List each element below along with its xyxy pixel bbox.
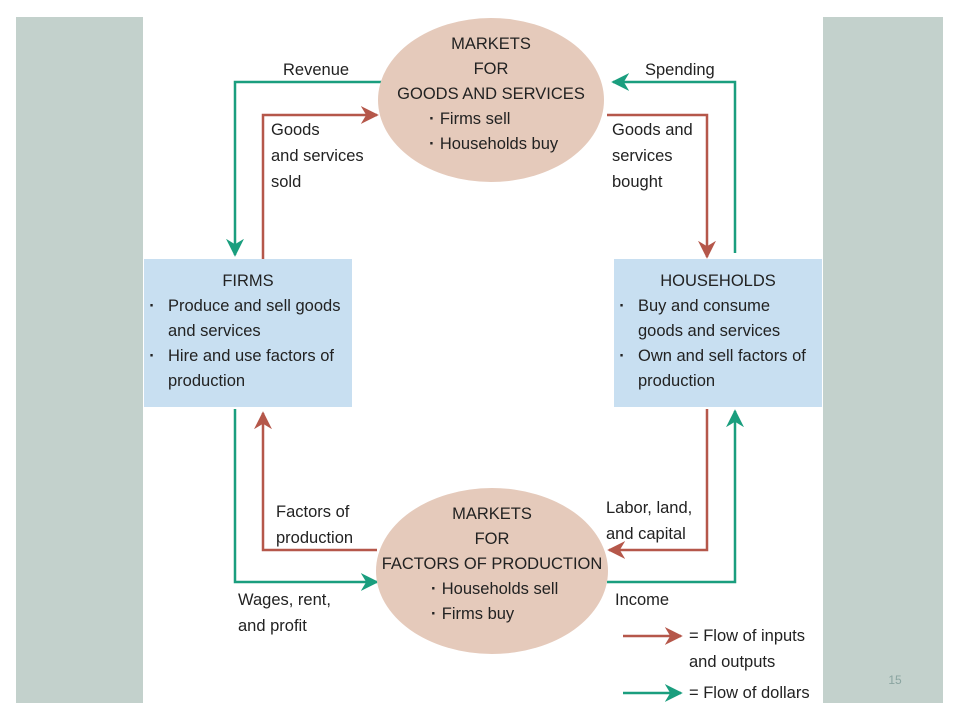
households-bullets: Buy and consume goods and services Own a… <box>614 294 822 394</box>
circular-flow-diagram: MARKETS FOR GOODS AND SERVICES Firms sel… <box>143 17 823 703</box>
households-title: HOUSEHOLDS <box>660 272 776 290</box>
flow-arrows <box>226 73 744 702</box>
goods-market-title-2: FOR <box>473 60 509 78</box>
page-number: 15 <box>888 673 902 687</box>
households-box: HOUSEHOLDS Buy and consume goods and ser… <box>614 259 822 407</box>
goods-market-bullet-households: Households buy <box>424 132 558 157</box>
factors-market-title-1: MARKETS <box>452 505 532 523</box>
goods-market-bullet-firms: Firms sell <box>424 107 558 132</box>
firms-title: FIRMS <box>222 272 274 290</box>
firms-bullet-hire: Hire and use factors of production <box>152 344 348 394</box>
goods-sold-label: Goods and services sold <box>271 121 364 191</box>
factors-market-title-3: FACTORS OF PRODUCTION <box>381 555 603 573</box>
labor-flow-arrow <box>607 409 709 559</box>
firms-bullets: Produce and sell goods and services Hire… <box>144 294 352 394</box>
factors-market-bullet-households: Households sell <box>426 577 558 602</box>
factors-market-title-2: FOR <box>474 530 510 548</box>
households-bullet-own: Own and sell factors of production <box>622 344 818 394</box>
right-side-bar <box>823 17 943 703</box>
left-side-bar <box>16 17 143 703</box>
legend-dollars-label: = Flow of dollars <box>689 684 810 702</box>
households-bullet-buy: Buy and consume goods and services <box>622 294 818 344</box>
income-flow-arrow <box>607 409 744 584</box>
firms-bullet-produce: Produce and sell goods and services <box>152 294 348 344</box>
revenue-label: Revenue <box>283 61 350 79</box>
firms-box: FIRMS Produce and sell goods and service… <box>144 259 352 407</box>
goods-sold-flow-arrow <box>261 106 379 259</box>
spending-flow-arrow <box>611 73 737 253</box>
factors-market-oval: MARKETS FOR FACTORS OF PRODUCTION Househ… <box>376 488 608 654</box>
goods-market-bullets: Firms sell Households buy <box>424 107 558 157</box>
factors-flow-arrow <box>254 411 377 552</box>
wages-flow-arrow <box>233 409 379 591</box>
spending-label: Spending <box>645 61 715 79</box>
legend-inputs-outputs-label: = Flow of inputs and outputs <box>689 627 806 671</box>
wages-rent-profit-label: Wages, rent, and profit <box>238 591 331 635</box>
factors-market-bullet-firms: Firms buy <box>426 602 558 627</box>
labor-land-capital-label: Labor, land, and capital <box>606 499 693 543</box>
goods-market-title-1: MARKETS <box>451 35 531 53</box>
revenue-flow-arrow <box>226 80 383 257</box>
goods-market-title-3: GOODS AND SERVICES <box>397 85 585 103</box>
factors-market-bullets: Households sell Firms buy <box>426 577 558 627</box>
factors-of-production-label: Factors of production <box>276 503 354 547</box>
income-label: Income <box>615 591 670 609</box>
goods-bought-label: Goods and services bought <box>612 121 693 191</box>
goods-market-oval: MARKETS FOR GOODS AND SERVICES Firms sel… <box>378 18 604 182</box>
goods-bought-flow-arrow <box>607 113 716 259</box>
